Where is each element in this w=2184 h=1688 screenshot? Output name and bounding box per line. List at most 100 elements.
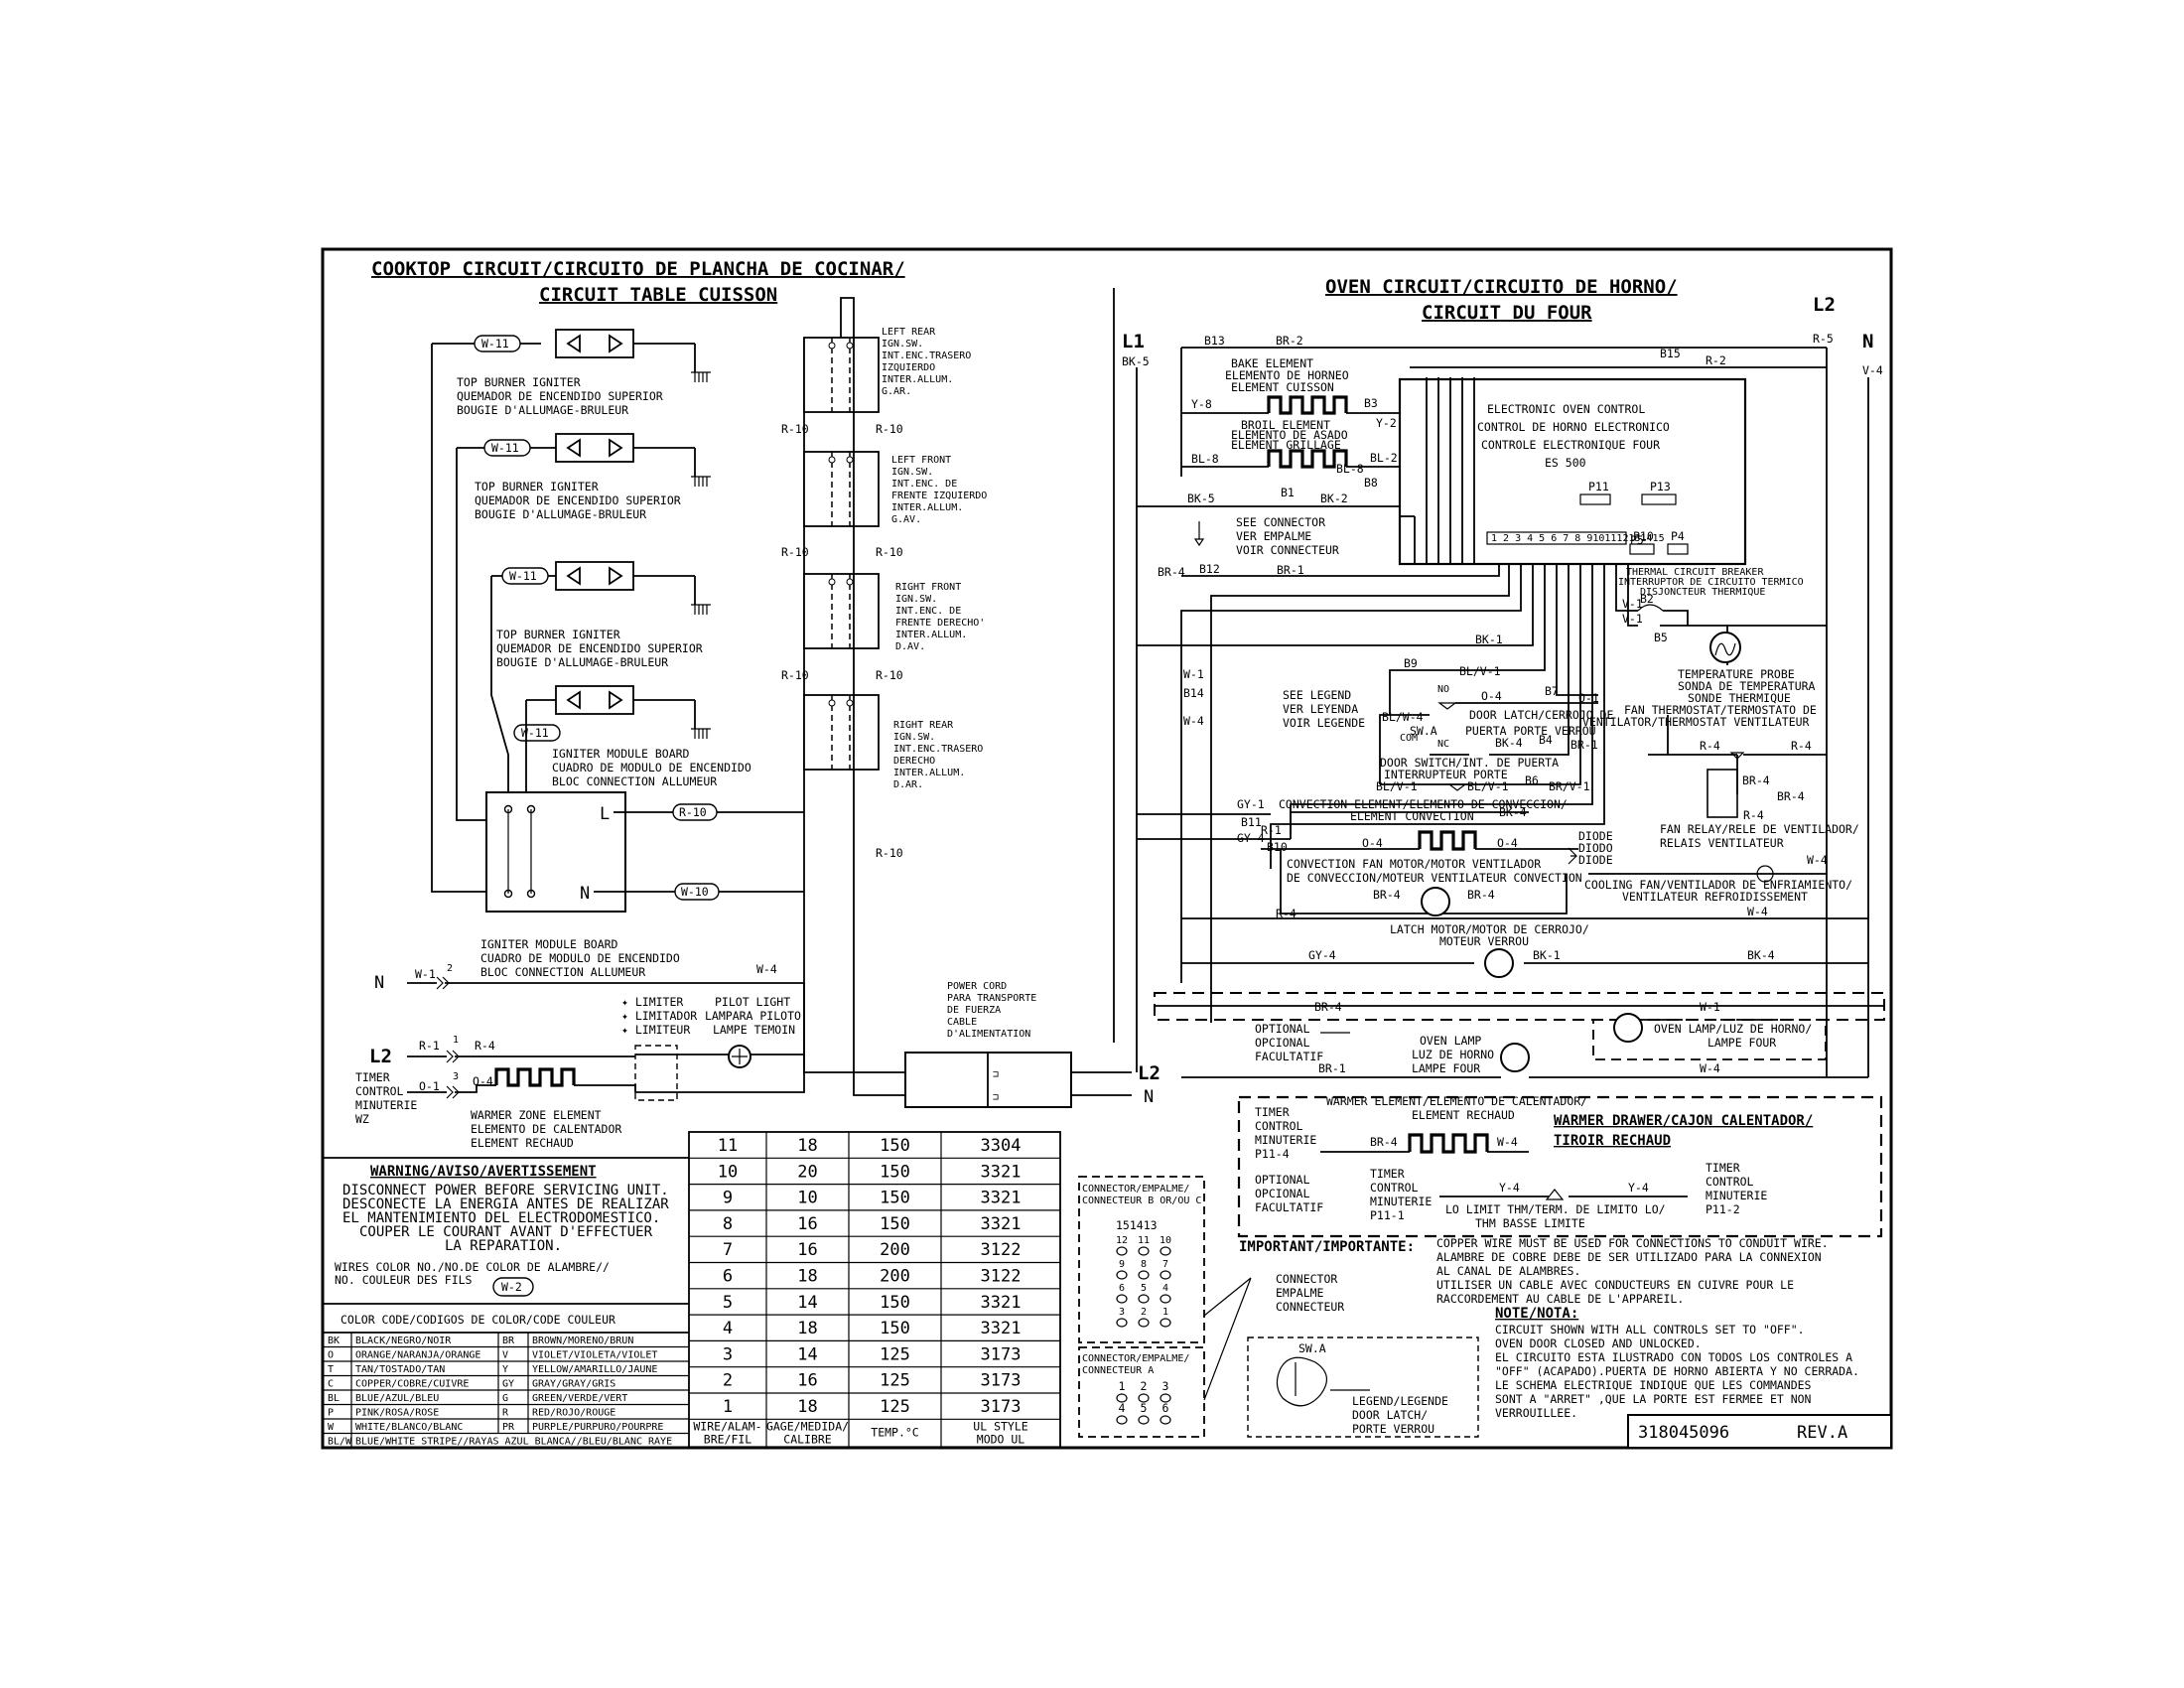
color-code-cell: W [328,1422,335,1433]
wire-spec-cell: 3321 [981,1319,1022,1338]
svg-text:LAMPE FOUR: LAMPE FOUR [1707,1036,1776,1050]
svg-text:V-4: V-4 [1862,363,1883,377]
svg-text:MINUTERIE: MINUTERIE [1706,1189,1767,1202]
convection-fan-motor-icon [1421,887,1450,916]
svg-text:BR-2: BR-2 [1276,334,1303,348]
svg-text:B6: B6 [1525,774,1539,787]
module-l-terminal: L [600,804,610,824]
svg-text:BR-4: BR-4 [1467,888,1495,902]
svg-text:QUEMADOR DE ENCENDIDO SUPERIOR: QUEMADOR DE ENCENDIDO SUPERIOR [475,493,681,507]
svg-text:B10: B10 [1267,840,1288,854]
svg-text:G.AV.: G.AV. [891,514,921,525]
svg-text:RELAIS VENTILATEUR: RELAIS VENTILATEUR [1660,836,1784,850]
svg-text:W-1: W-1 [1183,667,1204,681]
connector-pin [1116,1393,1128,1403]
svg-text:SEE CONNECTOR: SEE CONNECTOR [1236,515,1325,529]
svg-text:FACULTATIF: FACULTATIF [1255,1200,1323,1214]
svg-text:W-4: W-4 [1497,1135,1518,1149]
wire-spec-cell: 7 [723,1240,733,1260]
svg-text:LEFT FRONT: LEFT FRONT [891,455,951,466]
svg-text:DERECHO: DERECHO [893,756,935,767]
svg-text:1 2 3 4 5 6 7 8 9101112131415: 1 2 3 4 5 6 7 8 9101112131415 [1491,533,1665,544]
svg-text:GY-4: GY-4 [1237,831,1265,845]
svg-text:BK-4: BK-4 [1499,805,1527,819]
svg-text:WARMER ELEMENT/ELEMENTO DE CAL: WARMER ELEMENT/ELEMENTO DE CALENTADOR/ [1326,1094,1587,1108]
svg-text:IGNITER MODULE BOARD: IGNITER MODULE BOARD [480,937,618,951]
svg-text:LAMPE TEMOIN: LAMPE TEMOIN [713,1023,795,1037]
svg-text:R-10: R-10 [781,422,809,436]
svg-text:LO LIMIT THM/TERM. DE LIMITO L: LO LIMIT THM/TERM. DE LIMITO LO/ [1445,1202,1666,1216]
svg-text:✦ LIMITADOR: ✦ LIMITADOR [621,1009,697,1023]
svg-text:P5: P5 [1630,533,1644,547]
color-code-cell: VIOLET/VIOLETA/VIOLET [532,1350,657,1361]
svg-text:POWER CORD: POWER CORD [947,981,1007,992]
svg-text:P11-1: P11-1 [1370,1208,1405,1222]
svg-text:P11-2: P11-2 [1706,1202,1740,1216]
wire-spec-cell: 16 [797,1214,817,1234]
svg-text:D'ALIMENTATION: D'ALIMENTATION [947,1029,1030,1040]
igniter-1-label-1: TOP BURNER IGNITER [457,375,581,389]
cooktop-section: COOKTOP CIRCUIT/CIRCUITO DE PLANCHA DE C… [355,258,1160,1150]
svg-text:BK-4: BK-4 [1747,948,1775,962]
svg-text:SW.A: SW.A [1410,724,1437,738]
svg-text:BK-4: BK-4 [1495,736,1523,750]
svg-text:EL MANTENIMIENTO DEL ELECTRODO: EL MANTENIMIENTO DEL ELECTRODOMESTICO. [342,1210,660,1226]
color-code-cell: GY [502,1379,514,1390]
svg-text:CIRCUIT SHOWN WITH ALL CONTROL: CIRCUIT SHOWN WITH ALL CONTROLS SET TO "… [1495,1323,1805,1336]
svg-text:COUPER LE COURANT AVANT D'EFFE: COUPER LE COURANT AVANT D'EFFECTUER [359,1224,653,1240]
svg-text:R-10: R-10 [781,668,809,682]
svg-text:ES 500: ES 500 [1545,456,1586,470]
svg-text:O-1: O-1 [1578,691,1599,705]
svg-text:BK-5: BK-5 [1187,492,1215,505]
wire-spec-header: CALIBRE [783,1432,832,1446]
svg-text:EL CIRCUITO ESTA ILUSTRADO CON: EL CIRCUITO ESTA ILUSTRADO CON TODOS LOS… [1495,1350,1852,1364]
svg-text:W-4: W-4 [1700,1061,1720,1075]
svg-text:Y-4: Y-4 [1499,1181,1520,1195]
svg-text:BL/V-1: BL/V-1 [1467,779,1509,793]
warmer-title-2: TIROIR RECHAUD [1554,1133,1671,1149]
wire-spec-cell: 14 [797,1344,817,1364]
svg-text:INTERRUPTEUR PORTE: INTERRUPTEUR PORTE [1384,768,1508,781]
wire-spec-cell: 1 [723,1397,733,1417]
svg-text:B8: B8 [1364,476,1378,490]
svg-text:IGN.SW.: IGN.SW. [893,732,935,743]
svg-text:TOP BURNER IGNITER: TOP BURNER IGNITER [496,628,620,641]
svg-text:DISJONCTEUR THERMIQUE: DISJONCTEUR THERMIQUE [1640,587,1765,598]
svg-text:VENTILATOR/THERMOSTAT VENTILAT: VENTILATOR/THERMOSTAT VENTILATEUR [1582,715,1810,729]
wire-spec-cell: 3 [723,1344,733,1364]
ignition-switch-right-rear: RIGHT REAR IGN.SW. INT.ENC.TRASERO DEREC… [803,694,983,790]
wire-spec-cell: 3321 [981,1214,1022,1234]
svg-text:BAKE ELEMENT: BAKE ELEMENT [1231,356,1313,370]
wire-spec-cell: 3173 [981,1371,1022,1391]
color-code-cell: RED/ROJO/ROUGE [532,1408,615,1419]
svg-text:LEGEND/LEGENDE: LEGEND/LEGENDE [1352,1394,1448,1408]
svg-text:MINUTERIE: MINUTERIE [355,1098,417,1112]
wire-spec-header: WIRE/ALAM- [693,1419,761,1433]
svg-text:BK-5: BK-5 [1122,354,1150,368]
wire-spec-cell: 10 [797,1189,817,1208]
svg-text:CONVECTION FAN MOTOR/MOTOR VEN: CONVECTION FAN MOTOR/MOTOR VENTILADOR [1287,857,1541,871]
svg-text:COM: COM [1400,733,1418,744]
igniter-1: W-11 TOP BURNER IGNITER QUEMADOR DE ENCE… [432,329,711,417]
svg-text:BL-8: BL-8 [1191,452,1219,466]
connector-b-pin-label: 8 [1141,1259,1147,1270]
svg-text:LE SCHEMA ELECTRIQUE INDIQUE Q: LE SCHEMA ELECTRIQUE INDIQUE QUE LES COM… [1495,1378,1812,1392]
svg-text:B12: B12 [1199,562,1220,576]
svg-text:IGN.SW.: IGN.SW. [895,594,937,605]
svg-text:BROIL ELEMENT: BROIL ELEMENT [1241,418,1330,432]
connector-pin [1138,1246,1150,1256]
svg-text:✦ LIMITEUR: ✦ LIMITEUR [621,1023,690,1037]
color-code-cell: G [502,1393,508,1404]
color-code-cell: PURPLE/PURPURO/POURPRE [532,1422,663,1433]
warmer-drawer-section: TIMER CONTROL MINUTERIE P11-4 WARMER ELE… [1237,1094,1883,1238]
svg-text:R-10: R-10 [876,846,903,860]
svg-text:VER EMPALME: VER EMPALME [1236,529,1311,543]
svg-text:P11-4: P11-4 [1255,1147,1290,1161]
svg-text:B5: B5 [1654,631,1668,644]
svg-text:NO. COULEUR DES FILS: NO. COULEUR DES FILS [335,1273,473,1287]
ignition-switch-left-rear: LEFT REAR IGN.SW. INT.ENC.TRASERO IZQUIE… [803,327,971,413]
wire-spec-cell: 150 [880,1214,910,1234]
svg-text:BR-1: BR-1 [1277,563,1304,577]
wire-spec-header: MODO UL [977,1432,1025,1446]
wire-spec-cell: 16 [797,1240,817,1260]
